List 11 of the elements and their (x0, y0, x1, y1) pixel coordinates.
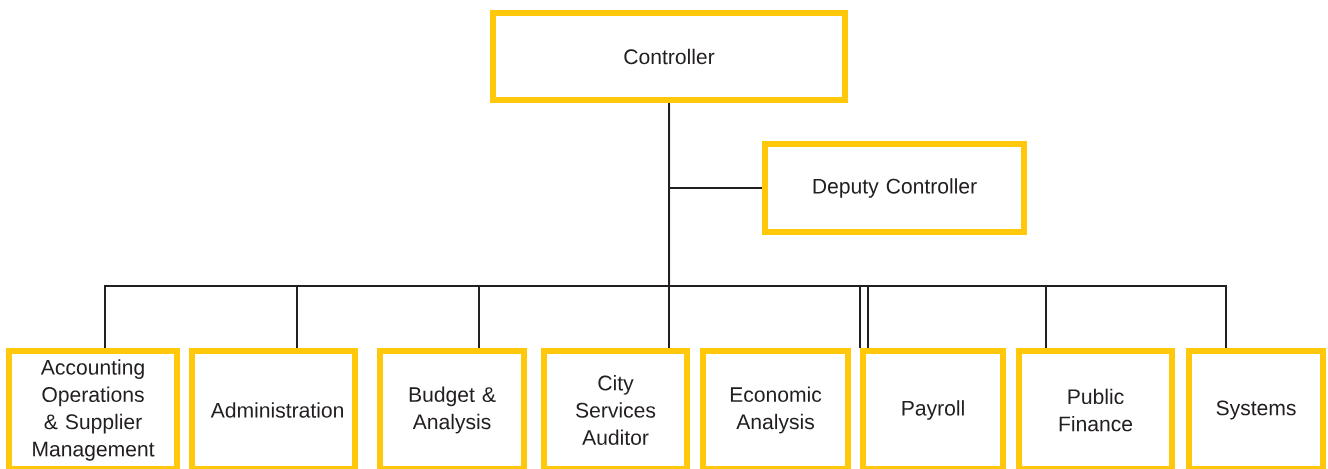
org-box: Controller (490, 10, 848, 103)
org-box: Economic Analysis (700, 348, 851, 469)
org-box: City Services Auditor (541, 348, 690, 469)
org-box: Accounting Operations & Supplier Management (6, 348, 180, 469)
org-box: Payroll (860, 348, 1006, 469)
org-box: Budget & Analysis (377, 348, 527, 469)
connector-line (668, 102, 1227, 349)
org-box: Public Finance (1016, 348, 1175, 469)
org-box: Systems (1186, 348, 1326, 469)
org-box: Administration (189, 348, 358, 469)
org-box: Deputy Controller (762, 141, 1027, 235)
